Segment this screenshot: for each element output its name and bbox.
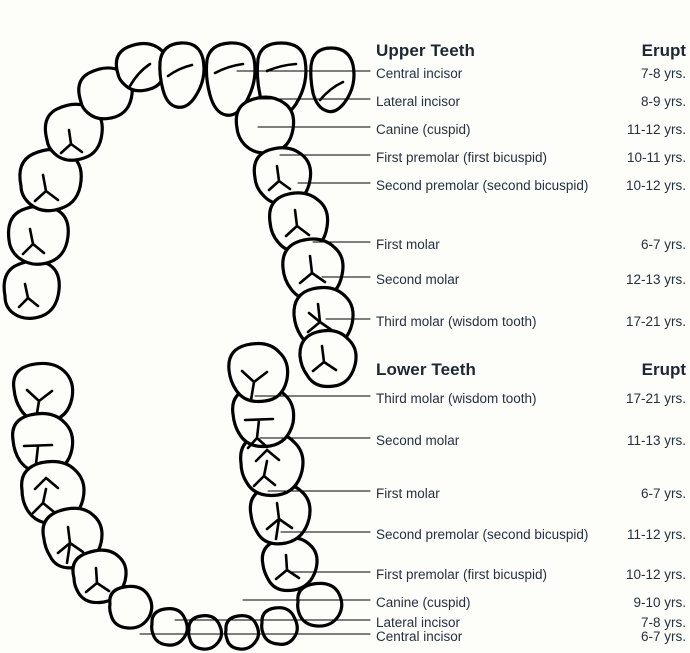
tooth-upper-left-lateral-incisor <box>158 41 206 109</box>
label-upper-canine: Canine (cuspid) <box>376 122 471 137</box>
age-lower-canine: 9-10 yrs. <box>633 595 686 610</box>
upper-arch-group <box>2 41 358 389</box>
age-upper-second-molar: 12-13 yrs. <box>625 272 686 287</box>
label-lower-second-premolar: Second premolar (second bicuspid) <box>376 527 589 542</box>
tooth-lower-right-lateral-incisor <box>260 606 299 646</box>
label-lower-central-incisor: Central incisor <box>376 629 463 644</box>
lower-arch-group <box>11 341 344 651</box>
label-upper-lateral-incisor: Lateral incisor <box>376 94 461 109</box>
tooth-lower-left-lateral-incisor <box>150 607 189 647</box>
label-lower-second-molar: Second molar <box>376 433 460 448</box>
label-upper-second-premolar: Second premolar (second bicuspid) <box>376 178 589 193</box>
lower-eruption-header: Erupt <box>641 360 686 379</box>
label-upper-central-incisor: Central incisor <box>376 66 463 81</box>
age-lower-central-incisor: 6-7 yrs. <box>640 629 686 644</box>
label-lower-first-molar: First molar <box>376 486 440 501</box>
tooth-lower-left-third-molar <box>11 361 75 424</box>
age-lower-first-premolar: 10-12 yrs. <box>625 567 686 582</box>
age-upper-third-molar: 17-21 yrs. <box>625 314 686 329</box>
tooth-upper-right-lateral-incisor <box>309 46 356 114</box>
age-upper-lateral-incisor: 8-9 yrs. <box>640 94 686 109</box>
label-lower-third-molar: Third molar (wisdom tooth) <box>376 391 537 406</box>
tooth-upper-right-second-premolar <box>267 191 330 254</box>
label-lower-canine: Canine (cuspid) <box>376 595 471 610</box>
age-lower-second-premolar: 11-12 yrs. <box>626 527 686 542</box>
age-upper-canine: 11-12 yrs. <box>626 122 686 137</box>
tooth-lower-left-central-incisor <box>187 614 224 651</box>
age-lower-first-molar: 6-7 yrs. <box>640 486 686 501</box>
tooth-upper-left-second-molar <box>6 204 70 266</box>
tooth-lower-right-third-molar <box>227 341 290 404</box>
tooth-lower-right-first-premolar <box>260 536 319 593</box>
tooth-upper-right-third-molar <box>298 328 358 389</box>
label-upper-first-molar: First molar <box>376 237 440 252</box>
tooth-upper-right-first-molar <box>281 237 345 302</box>
tooth-lower-left-canine <box>108 584 154 630</box>
label-lower-lateral-incisor: Lateral incisor <box>376 615 461 630</box>
age-lower-third-molar: 17-21 yrs. <box>625 391 686 406</box>
tooth-upper-left-first-premolar <box>77 66 134 121</box>
age-upper-first-molar: 6-7 yrs. <box>640 237 686 252</box>
label-upper-third-molar: Third molar (wisdom tooth) <box>376 314 537 329</box>
tooth-upper-right-canine-shape <box>234 95 296 155</box>
label-lower-first-premolar: First premolar (first bicuspid) <box>376 567 548 582</box>
tooth-upper-left-first-molar <box>18 147 83 213</box>
tooth-upper-left-third-molar <box>2 259 61 320</box>
tooth-lower-right-central-incisor <box>224 614 261 651</box>
age-upper-central-incisor: 7-8 yrs. <box>640 66 686 81</box>
lower-teeth-title: Lower Teeth <box>376 360 476 379</box>
age-lower-lateral-incisor: 7-8 yrs. <box>640 615 686 630</box>
tooth-upper-left-second-premolar <box>43 102 104 162</box>
age-upper-second-premolar: 10-12 yrs. <box>625 178 686 193</box>
upper-eruption-header: Erupt <box>641 41 686 60</box>
age-upper-first-premolar: 10-11 yrs. <box>626 150 686 165</box>
upper-teeth-title: Upper Teeth <box>376 41 476 60</box>
label-upper-second-molar: Second molar <box>376 272 460 287</box>
tooth-lower-left-second-molar <box>11 411 75 475</box>
tooth-lower-right-canine <box>296 581 344 628</box>
tooth-lower-left-first-premolar <box>71 548 128 605</box>
label-upper-first-premolar: First premolar (first bicuspid) <box>376 150 548 165</box>
leader-lines <box>139 70 371 635</box>
age-lower-second-molar: 11-13 yrs. <box>626 433 686 448</box>
